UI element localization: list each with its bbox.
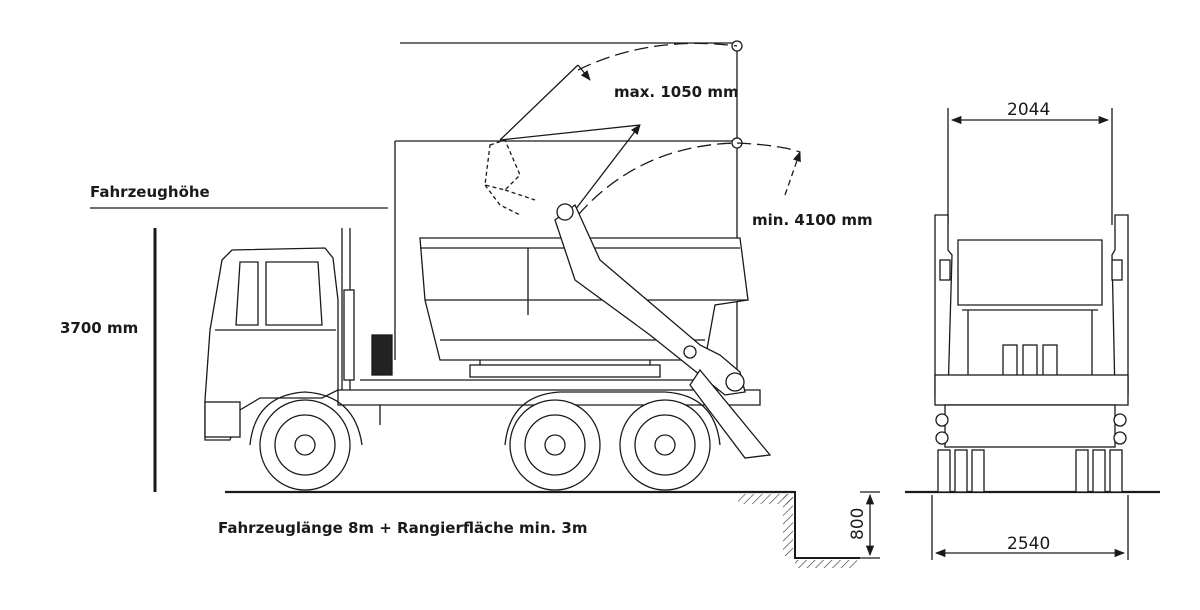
top-width-value: 2044 [1007, 100, 1051, 120]
max-reach-label: max. 1050 mm [614, 83, 739, 101]
min-reach-label: min. 4100 mm [752, 211, 873, 229]
rear-wheel-2 [504, 391, 721, 491]
ghost-container [484, 139, 521, 191]
vehicle-height-label: Fahrzeughöhe [90, 183, 210, 201]
dim-800 [860, 491, 880, 559]
ground-step [735, 491, 860, 568]
lift-arm [554, 203, 772, 459]
vehicle-length-label: Fahrzeuglänge 8m + Rangierfläche min. 3m [218, 519, 588, 537]
rear-container [957, 239, 1103, 306]
side-view [90, 40, 880, 568]
front-wheel [249, 391, 363, 491]
arc-max [577, 42, 738, 71]
arc-min [577, 142, 801, 216]
rear-wheel-1 [509, 399, 601, 491]
rear-view [905, 108, 1160, 560]
arc-min-arrow [784, 151, 801, 196]
step-height-value: 800 [848, 507, 868, 540]
bottom-width-value: 2540 [1007, 534, 1051, 554]
height-value-label: 3700 mm [60, 319, 139, 337]
